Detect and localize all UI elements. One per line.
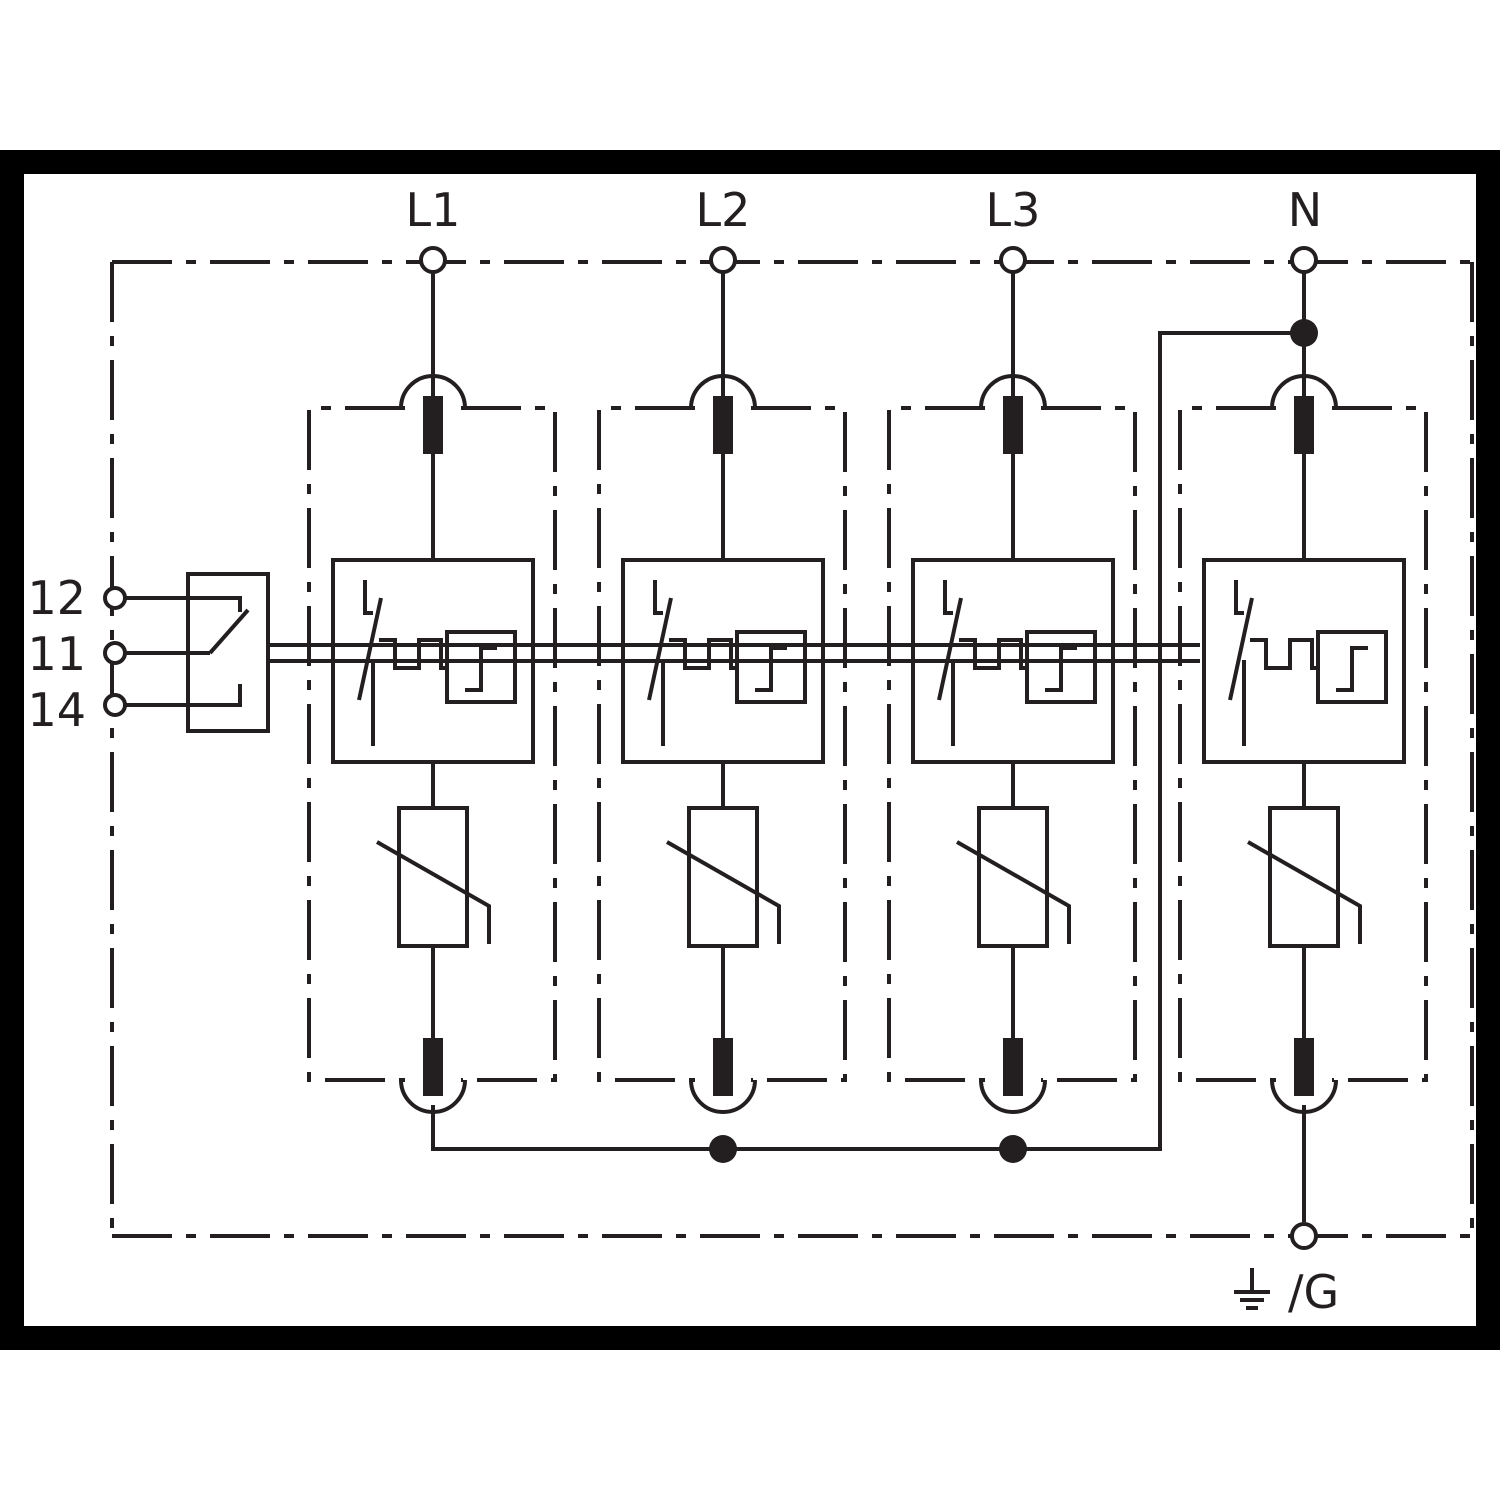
module-outline <box>751 406 847 1082</box>
phase-label-n: N <box>1288 183 1322 237</box>
fuse-icon <box>1294 396 1314 454</box>
junction-dot <box>709 1135 737 1163</box>
ground-icon <box>1234 1268 1270 1310</box>
terminal-n <box>1290 246 1318 274</box>
plug-contact-bottom <box>979 1079 1047 1114</box>
varistor-icon <box>956 806 1071 948</box>
module-l3 <box>887 246 1137 1114</box>
fuse-icon <box>1003 1038 1023 1096</box>
contact-label-12: 12 <box>27 571 86 625</box>
fuse-icon <box>1294 1038 1314 1096</box>
terminal-l3 <box>999 246 1027 274</box>
contact-label-11: 11 <box>27 627 86 681</box>
varistor-icon <box>376 806 491 948</box>
module-l2 <box>597 246 847 1114</box>
fuse-icon <box>423 1038 443 1096</box>
module-outline <box>307 406 405 1082</box>
thermal-disconnector-icon <box>1228 580 1388 746</box>
module-outline <box>461 406 557 1082</box>
fuse-icon <box>1003 396 1023 454</box>
phase-label-l3: L3 <box>986 183 1041 237</box>
fuse-icon <box>713 396 733 454</box>
phase-label-l1: L1 <box>406 183 461 237</box>
terminal-12 <box>103 586 127 610</box>
terminal-l1 <box>419 246 447 274</box>
pe-bus <box>431 319 1318 1163</box>
remote-contact: 12 11 14 <box>27 571 1200 737</box>
ground-label: /G <box>1288 1265 1339 1319</box>
terminal-14 <box>103 693 127 717</box>
ground-terminal: /G <box>1234 1105 1339 1319</box>
plug-contact-bottom <box>689 1079 757 1114</box>
contact-label-14: 14 <box>27 683 86 737</box>
varistor-icon <box>1247 806 1362 948</box>
junction-dot <box>999 1135 1027 1163</box>
varistor-icon <box>666 806 781 948</box>
terminal-pe <box>1290 1222 1318 1250</box>
module-outline <box>887 406 985 1082</box>
protection-modules <box>307 246 1428 1114</box>
changeover-contact-icon <box>125 596 250 707</box>
terminal-l2 <box>709 246 737 274</box>
housing-outline <box>110 260 1474 1238</box>
thermal-disconnector-icon <box>357 580 517 746</box>
thermal-disconnector-icon <box>647 580 807 746</box>
module-outline <box>1332 406 1428 1082</box>
module-outline <box>597 406 695 1082</box>
module-l1 <box>307 246 557 1114</box>
module-outline <box>1178 406 1276 1082</box>
module-n <box>1178 246 1428 1114</box>
terminal-11 <box>103 641 127 665</box>
phase-label-l2: L2 <box>696 183 751 237</box>
outer-frame <box>0 150 1500 1350</box>
fuse-icon <box>423 396 443 454</box>
junction-dot <box>1290 319 1318 347</box>
fuse-icon <box>713 1038 733 1096</box>
module-outline <box>1041 406 1137 1082</box>
phase-labels: L1 L2 L3 N <box>406 183 1323 237</box>
